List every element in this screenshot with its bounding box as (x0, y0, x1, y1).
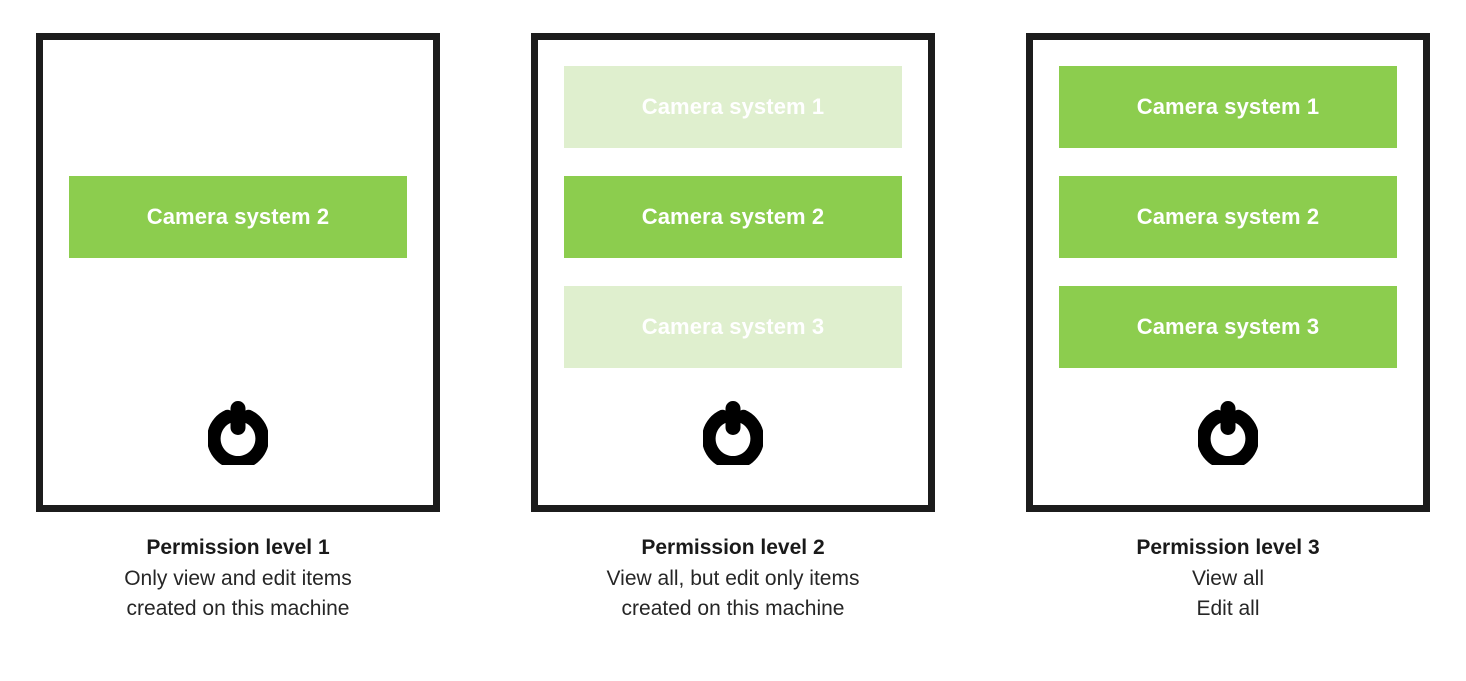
power-icon-container (538, 399, 928, 465)
caption-line: Only view and edit items (124, 567, 352, 591)
caption-line: Edit all (1196, 597, 1260, 621)
power-icon (703, 401, 763, 465)
camera-system-item[interactable]: Camera system 3 (1059, 286, 1397, 368)
machine-panel-1-content: Camera system 1 Camera system 2 Camera s… (43, 40, 433, 505)
machine-panel-2: Camera system 1 Camera system 2 Camera s… (531, 33, 935, 512)
permission-level-2-caption: Permission level 2 View all, but edit on… (531, 534, 935, 624)
camera-system-item[interactable]: Camera system 2 (1059, 176, 1397, 258)
permission-level-2-column: Camera system 1 Camera system 2 Camera s… (531, 33, 935, 624)
caption-line: View all, but edit only items (606, 567, 860, 591)
machine-panel-3-content: Camera system 1 Camera system 2 Camera s… (1033, 40, 1423, 505)
camera-system-item[interactable]: Camera system 1 (564, 66, 902, 148)
power-icon-container (1033, 399, 1423, 465)
caption-title: Permission level 2 (641, 536, 825, 559)
machine-panel-1: Camera system 1 Camera system 2 Camera s… (36, 33, 440, 512)
camera-system-item[interactable]: Camera system 3 (564, 286, 902, 368)
power-icon-container (43, 399, 433, 465)
caption-title: Permission level 3 (1136, 536, 1320, 559)
permission-level-1-column: Camera system 1 Camera system 2 Camera s… (36, 33, 440, 624)
camera-system-item[interactable]: Camera system 1 (1059, 66, 1397, 148)
caption-title: Permission level 1 (146, 536, 330, 559)
camera-system-item[interactable]: Camera system 2 (564, 176, 902, 258)
power-icon (1198, 401, 1258, 465)
permission-level-3-column: Camera system 1 Camera system 2 Camera s… (1026, 33, 1430, 624)
machine-panel-2-content: Camera system 1 Camera system 2 Camera s… (538, 40, 928, 505)
camera-system-item[interactable]: Camera system 2 (69, 176, 407, 258)
caption-line: created on this machine (621, 597, 845, 621)
caption-line: created on this machine (126, 597, 350, 621)
permission-level-3-caption: Permission level 3 View all Edit all (1026, 534, 1430, 624)
machine-panel-3: Camera system 1 Camera system 2 Camera s… (1026, 33, 1430, 512)
caption-line: View all (1192, 567, 1264, 591)
power-icon (208, 401, 268, 465)
permission-level-1-caption: Permission level 1 Only view and edit it… (36, 534, 440, 624)
